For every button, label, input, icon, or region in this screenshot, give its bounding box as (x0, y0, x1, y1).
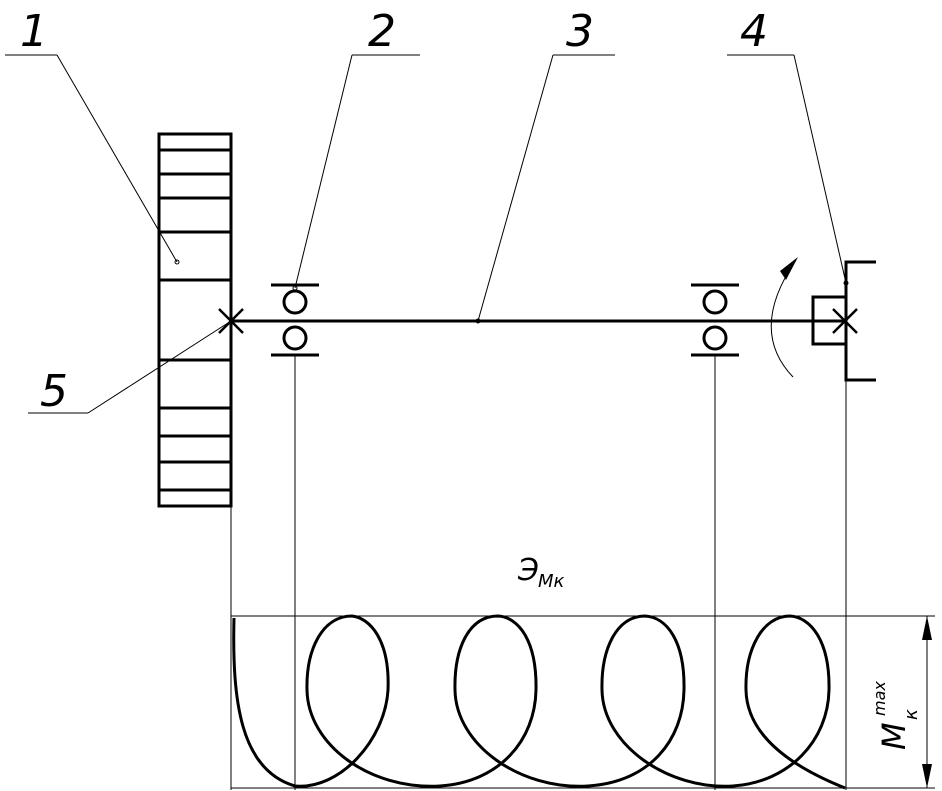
dimension-label-group: М к max (870, 681, 922, 750)
callout-2: 2 (368, 6, 396, 57)
dimension-label-sub: к (901, 709, 922, 720)
torque-curve (232, 614, 846, 790)
callout-3: 3 (566, 6, 594, 57)
curve-label-sub: Мк (538, 571, 565, 592)
curve-label: Э (517, 553, 539, 588)
leader-dot-1 (174, 259, 180, 265)
gear-wheel (157, 132, 233, 508)
rotation-arrow-icon (770, 257, 798, 378)
callout-1: 1 (20, 6, 48, 57)
projection-lines (230, 355, 847, 790)
callout-5: 5 (40, 366, 68, 417)
callout-4: 4 (740, 6, 768, 57)
dimension-mk-max (922, 616, 932, 788)
leader-lines (5, 54, 847, 414)
bearing-left (271, 283, 319, 357)
dimension-label: М (875, 722, 913, 750)
coupling (811, 260, 876, 382)
dimension-label-sup: max (870, 681, 889, 716)
